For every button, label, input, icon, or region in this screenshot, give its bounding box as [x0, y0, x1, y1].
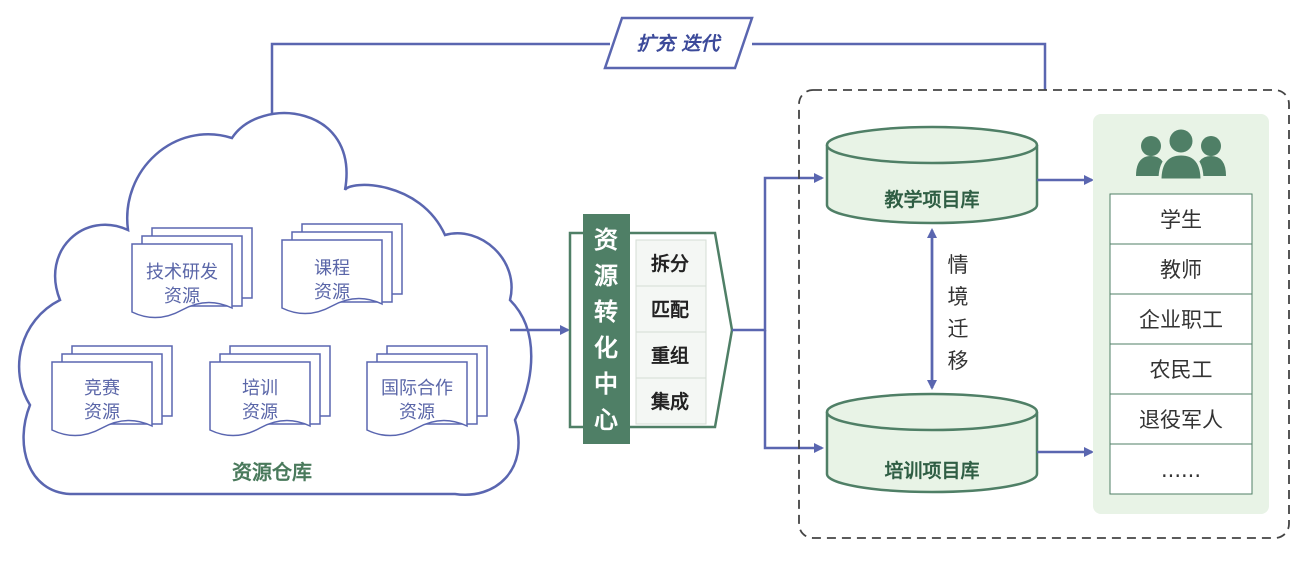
- resource-doc-course: 课程 资源: [281, 223, 403, 315]
- migration-char: 情: [948, 253, 969, 277]
- center-title-char: 源: [594, 262, 618, 290]
- doc-label-line1: 课程: [314, 258, 350, 279]
- migration-char: 移: [948, 349, 969, 373]
- teaching-db-label: 教学项目库: [884, 188, 979, 211]
- user-item-migrant-worker: 农民工: [1150, 358, 1213, 382]
- doc-label-line1: 国际合作: [381, 378, 453, 399]
- user-item-more: ......: [1161, 458, 1201, 482]
- user-item-veteran: 退役军人: [1139, 408, 1223, 432]
- resource-warehouse-cloud: 资源仓库: [17, 111, 533, 497]
- context-migration: 情 境 迁 移: [927, 228, 969, 390]
- center-title-char: 心: [594, 406, 618, 434]
- teaching-project-db: 教学项目库: [825, 125, 1039, 225]
- center-title-bar: [583, 214, 630, 444]
- warehouse-title: 资源仓库: [232, 460, 312, 484]
- resource-doc-tech: 技术研发 资源: [131, 227, 253, 319]
- people-group-icon: [1136, 126, 1226, 182]
- doc-label-line2: 资源: [314, 282, 350, 303]
- doc-label-line1: 竞赛: [84, 378, 120, 399]
- iteration-label-box: [603, 16, 754, 70]
- transformation-center: 资 源 转 化 中 心 拆分 匹配 重组 集成: [568, 214, 734, 444]
- operation-recombine: 重组: [651, 344, 689, 367]
- training-project-db: 培训项目库: [825, 392, 1039, 494]
- doc-label-line2: 资源: [84, 402, 120, 423]
- user-item-student: 学生: [1160, 208, 1202, 232]
- iteration-loop: 扩充 迭代: [267, 16, 1047, 130]
- migration-char: 迁: [948, 317, 969, 341]
- doc-label-line2: 资源: [164, 286, 200, 307]
- doc-label-line1: 培训: [242, 378, 278, 399]
- doc-label-line1: 技术研发: [146, 262, 218, 283]
- center-title-char: 中: [594, 370, 618, 398]
- center-title-char: 转: [594, 298, 618, 326]
- resource-doc-international: 国际合作 资源: [366, 345, 488, 437]
- project-region-border: [798, 89, 1290, 539]
- center-title-char: 资: [594, 226, 618, 254]
- resource-doc-training: 培训 资源: [209, 345, 331, 437]
- operation-integrate: 集成: [650, 390, 689, 413]
- user-item-employee: 企业职工: [1139, 308, 1223, 332]
- resource-doc-competition: 竞赛 资源: [51, 345, 173, 437]
- doc-label-line2: 资源: [242, 402, 278, 423]
- user-item-teacher: 教师: [1160, 258, 1202, 282]
- iteration-label: 扩充 迭代: [637, 33, 723, 55]
- operation-match: 匹配: [651, 299, 689, 321]
- user-panel: 学生 教师 企业职工 农民工 退役军人 ......: [1093, 114, 1269, 514]
- center-to-databases-arrows: [732, 173, 824, 453]
- center-title-char: 化: [594, 334, 618, 362]
- operation-split: 拆分: [651, 252, 689, 275]
- migration-char: 境: [948, 285, 969, 309]
- training-db-label: 培训项目库: [884, 459, 979, 482]
- doc-label-line2: 资源: [399, 402, 435, 423]
